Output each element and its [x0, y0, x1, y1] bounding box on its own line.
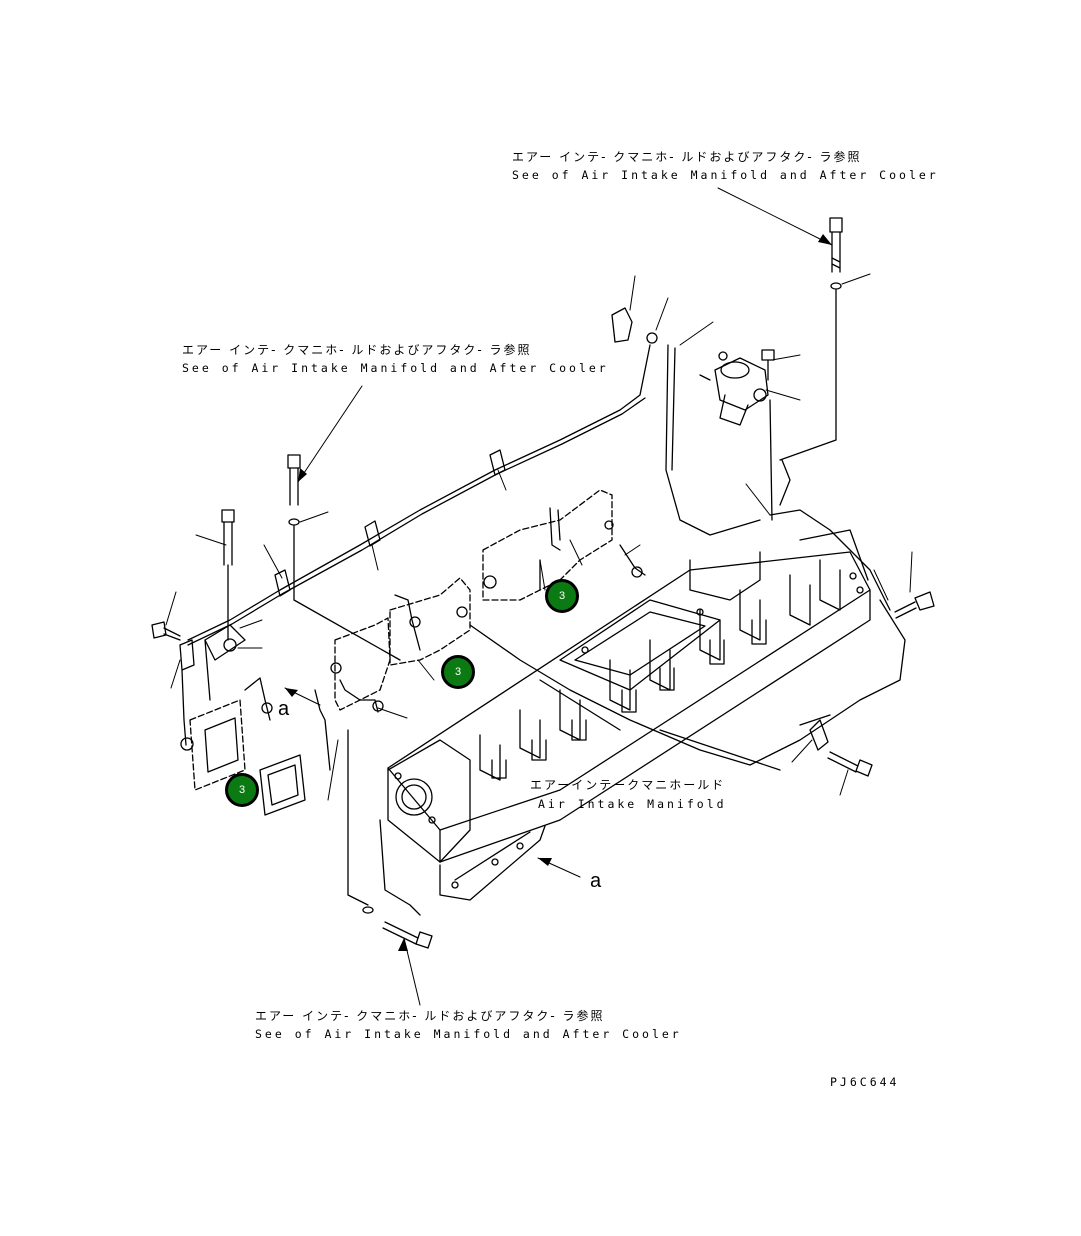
intake-manifold-body [387, 529, 871, 901]
harness [179, 307, 906, 771]
heater-units [180, 489, 646, 816]
leader-lines [165, 273, 913, 801]
manifold-label-en: Air Intake Manifold [538, 797, 727, 811]
reference-label-mid-left-en: See of Air Intake Manifold and After Coo… [182, 361, 609, 375]
arrow-heads [285, 234, 832, 951]
view-mark-a-bottom: a [590, 870, 602, 892]
part-callout-3[interactable]: 3 [441, 655, 475, 689]
bolts [151, 217, 935, 949]
heater-relay [699, 349, 775, 521]
part-callout-3[interactable]: 3 [225, 773, 259, 807]
reference-label-bottom-en: See of Air Intake Manifold and After Coo… [255, 1027, 682, 1041]
reference-label-top-right-ja: エアー インテ- クマニホ- ルドおよびアフタク- ラ参照 [512, 150, 862, 164]
manifold-label-ja: エアーインテークマニホールド [530, 778, 726, 792]
view-mark-a-left: a [278, 698, 290, 720]
part-callout-3[interactable]: 3 [545, 579, 579, 613]
drawing-code: PJ6C644 [830, 1075, 900, 1089]
reference-label-mid-left-ja: エアー インテ- クマニホ- ルドおよびアフタク- ラ参照 [182, 343, 532, 357]
reference-label-top-right-en: See of Air Intake Manifold and After Coo… [512, 168, 939, 182]
reference-label-bottom-ja: エアー インテ- クマニホ- ルドおよびアフタク- ラ参照 [255, 1009, 605, 1023]
